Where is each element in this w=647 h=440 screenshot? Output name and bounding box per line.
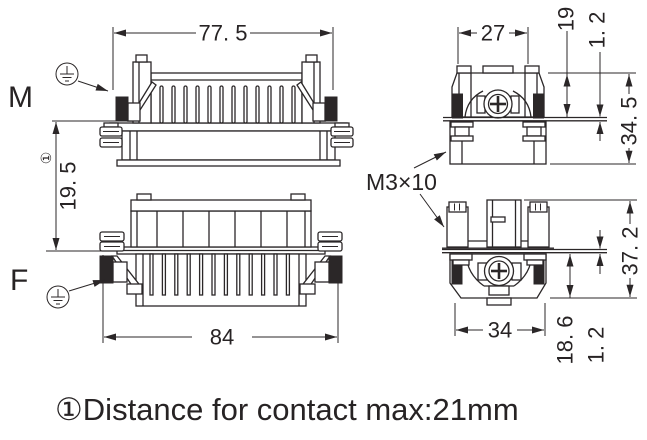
dim-female-end-height-text: 37. 2 [618, 227, 643, 276]
label-female-view: F [10, 264, 28, 297]
dim-female-end-width: 34 [454, 303, 546, 343]
seal-block [324, 96, 338, 122]
housing-base [121, 130, 336, 161]
dim-male-end-width: 27 [457, 21, 529, 64]
screw-head [448, 201, 467, 213]
dim-contact-distance: 19. 5 ① [38, 120, 123, 252]
male-side-view [99, 54, 354, 167]
phillips-screw-icon [476, 89, 520, 119]
seal-block [328, 255, 343, 284]
female-end-view [442, 199, 607, 306]
cable-clamp-right [299, 231, 343, 295]
dim-contact-distance-text: 19. 5 [56, 162, 81, 211]
dim-male-side-width-text: 77. 5 [199, 21, 248, 46]
seal-block [533, 93, 544, 119]
screw-tower-right [527, 201, 550, 248]
socket-insert-body [135, 253, 307, 307]
dim-male-end-width-text: 27 [481, 21, 505, 46]
leader-line [68, 279, 106, 292]
panel-screws [450, 121, 546, 142]
cable-clamp-left [99, 81, 157, 148]
terminal-block [130, 210, 312, 248]
dim-female-end-width-text: 34 [488, 318, 512, 343]
screw-head [529, 201, 548, 213]
male-end-view [443, 65, 607, 165]
contact-note-reference: ① [38, 152, 54, 165]
seal-block [99, 255, 114, 284]
dim-female-flange-thickness-text: 1. 2 [584, 327, 609, 364]
dim-female-side-width-text: 84 [210, 325, 234, 350]
screw-tower-left [446, 201, 469, 248]
dim-female-end-height: 37. 2 [524, 199, 643, 299]
earth-symbol-female [46, 279, 106, 309]
seal-block [452, 93, 463, 119]
cable-clamp-right [296, 81, 354, 148]
mounting-flange [109, 122, 348, 132]
screw-spec-callout: M3×10 [366, 151, 447, 228]
dim-female-flange-thickness: 1. 2 [584, 230, 609, 363]
earth-ground-icon [46, 285, 70, 309]
leader-line [77, 80, 109, 92]
dim-male-end-height: 34. 5 [550, 74, 642, 165]
footnote-text: ①Distance for contact max:21mm [55, 392, 519, 427]
label-screw-spec: M3×10 [366, 169, 437, 195]
dim-male-flange-thickness: 1. 2 [585, 12, 610, 141]
dim-male-side-width: 77. 5 [112, 21, 334, 90]
dim-female-side-width: 84 [102, 255, 339, 350]
cable-clamp-left [99, 231, 143, 295]
phillips-screw-icon [477, 255, 522, 287]
pin-insert-body [150, 72, 303, 124]
seal-block [115, 96, 129, 122]
dim-male-pin-depth: 19 [548, 7, 636, 117]
dim-female-body-depth-text: 18. 6 [553, 316, 578, 365]
dim-male-pin-depth-text: 19 [554, 7, 579, 31]
earth-symbol-male [55, 62, 109, 92]
leader-line [419, 193, 445, 228]
label-male-view: M [8, 81, 33, 114]
panel-screws [449, 253, 547, 266]
dim-female-body-depth: 18. 6 [553, 254, 578, 364]
earth-ground-icon [55, 62, 79, 86]
leader-line [413, 151, 447, 169]
dim-male-flange-thickness-text: 1. 2 [585, 12, 610, 49]
dim-male-end-height-text: 34. 5 [617, 97, 642, 146]
female-side-view [99, 193, 343, 307]
